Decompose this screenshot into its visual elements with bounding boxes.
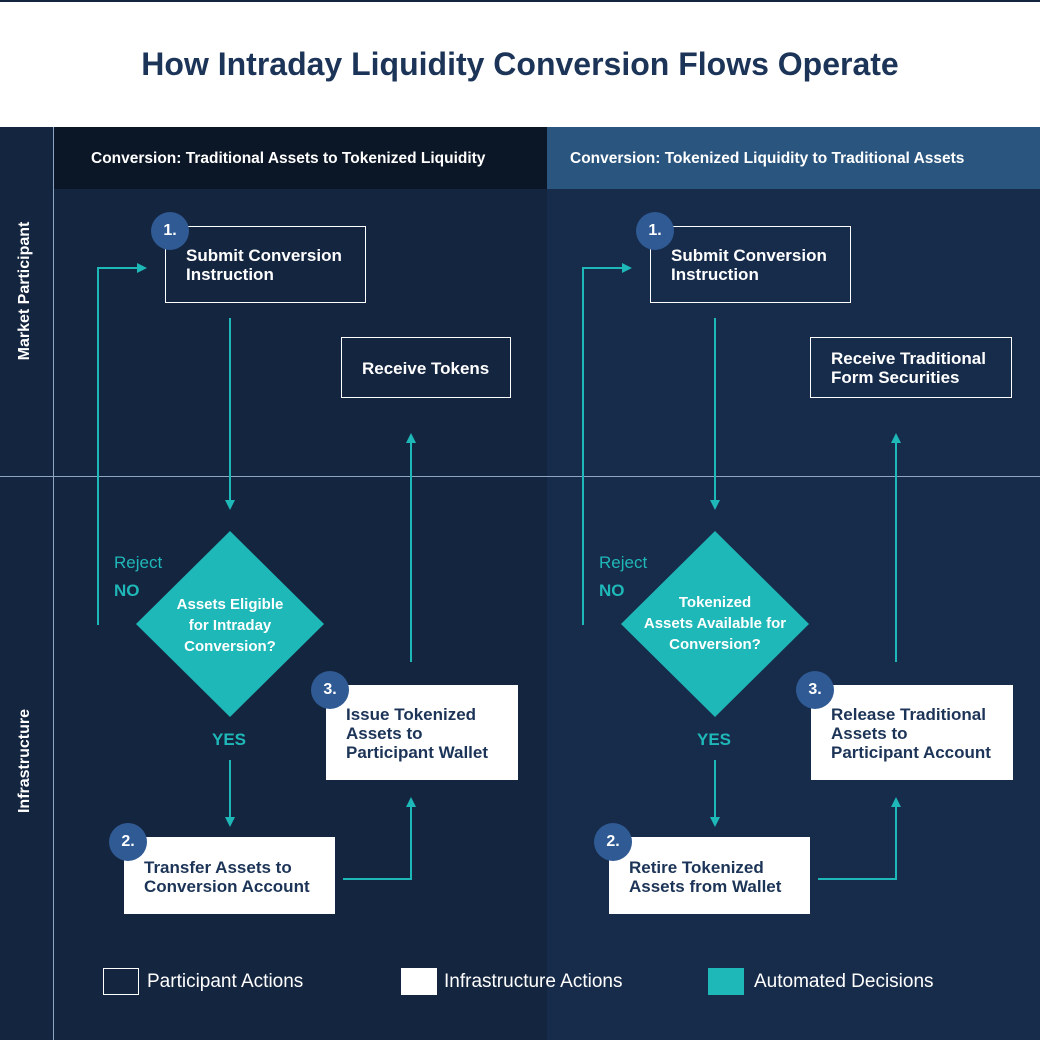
left-step3-text: Issue Tokenized Assets to Participant Wa… (346, 705, 489, 762)
left-header (54, 127, 547, 189)
left-step2-text: Transfer Assets to Conversion Account (144, 858, 310, 896)
right-decision-diamond (621, 531, 809, 717)
left-decision-diamond (136, 531, 324, 717)
right-step3-badge: 3. (796, 671, 834, 709)
right-step3-box: Release Traditional Assets to Participan… (811, 685, 1013, 780)
legend-swatch-participant (103, 968, 139, 995)
left-no-label: NO (114, 581, 140, 600)
title-bar: How Intraday Liquidity Conversion Flows … (0, 0, 1040, 127)
left-step2-box: Transfer Assets to Conversion Account (124, 837, 335, 914)
legend-swatch-infrastructure (401, 968, 437, 995)
legend-swatch-automated (708, 968, 744, 995)
legend-label-automated: Automated Decisions (754, 971, 934, 992)
left-arrow-step2-to-step3 (343, 797, 416, 880)
right-header (547, 127, 1040, 189)
right-yes-label: YES (697, 730, 732, 749)
left-step2-badge: 2. (109, 823, 147, 861)
right-reject-label: Reject (599, 553, 648, 572)
right-receive-text: Receive Traditional Form Securities (831, 349, 986, 387)
left-reject-label: Reject (114, 553, 163, 572)
lane-label-column (0, 127, 54, 1040)
left-receive-text: Receive Tokens (362, 359, 490, 378)
right-arrow-reject-loop (582, 263, 632, 625)
right-header-text: Conversion: Tokenized Liquidity to Tradi… (570, 150, 965, 167)
legend-label-infrastructure: Infrastructure Actions (444, 971, 623, 992)
left-step1-box: Submit Conversion Instruction (165, 226, 366, 303)
lane-divider (0, 476, 1040, 477)
left-arrow-reject-loop (97, 263, 147, 625)
right-step1-box: Submit Conversion Instruction (650, 226, 851, 303)
left-header-text: Conversion: Traditional Assets to Tokeni… (91, 150, 486, 167)
left-step3-badge: 3. (311, 671, 349, 709)
right-step1-badge: 1. (636, 212, 674, 250)
left-yes-label: YES (212, 730, 247, 749)
legend-label-participant: Participant Actions (147, 971, 304, 992)
right-step2-box: Retire Tokenized Assets from Wallet (609, 837, 810, 914)
right-step2-text: Retire Tokenized Assets from Wallet (629, 858, 782, 896)
right-step2-badge: 2. (594, 823, 632, 861)
left-decision-text: Assets Eligible for Intraday Conversion? (176, 596, 284, 655)
left-step1-text: Submit Conversion Instruction (186, 246, 342, 284)
right-receive-box: Receive Traditional Form Securities (810, 337, 1012, 398)
right-no-label: NO (599, 581, 625, 600)
left-step3-box: Issue Tokenized Assets to Participant Wa… (326, 685, 518, 780)
left-receive-box: Receive Tokens (341, 337, 511, 398)
left-step1-badge: 1. (151, 212, 189, 250)
page-title: How Intraday Liquidity Conversion Flows … (141, 46, 899, 82)
right-decision-text: Tokenized Assets Available for Conversio… (643, 594, 787, 653)
right-step1-text: Submit Conversion Instruction (671, 246, 827, 284)
right-step3-text: Release Traditional Assets to Participan… (831, 705, 991, 762)
right-arrow-step2-to-step3 (818, 797, 901, 880)
